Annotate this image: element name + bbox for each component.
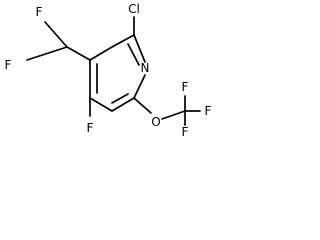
molecule-structure-diagram: Cl N O F F F F F F (5, 2, 212, 138)
atom-f-chf2-left: F (5, 58, 12, 72)
atom-n: N (141, 61, 150, 75)
atom-f-chf2-top: F (36, 5, 43, 19)
atom-f-cf3-top: F (182, 80, 189, 94)
bond-c6-o (133, 97, 152, 114)
bond-c3-c2 (111, 34, 135, 48)
bond-o-cf3 (161, 110, 186, 120)
bond-n-c6 (133, 74, 146, 99)
bond-c3-c3top (89, 46, 113, 61)
atom-o: O (151, 115, 160, 129)
bond-c5-c4 (89, 97, 113, 112)
atom-f-ring: F (87, 121, 94, 135)
atom-f-cf3-bottom: F (182, 125, 189, 138)
bond-chf2-f-top (44, 21, 68, 48)
bond-c6-c5 (111, 97, 135, 112)
atom-cl: Cl (128, 2, 140, 16)
bond-c3-chf2 (66, 46, 91, 61)
atom-f-cf3-right: F (205, 104, 212, 118)
bond-c6-c5-double (111, 93, 129, 104)
bond-chf2-f-left (26, 46, 68, 61)
bond-c2-n (133, 34, 146, 63)
bond-c2-n-double (127, 43, 140, 66)
